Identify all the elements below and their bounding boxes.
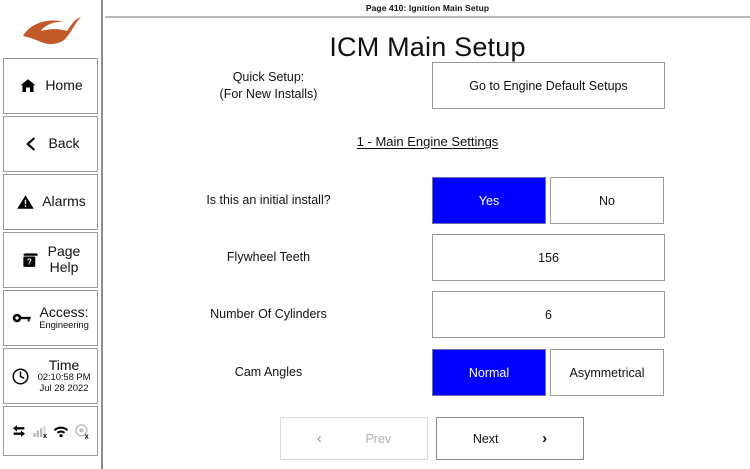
page-navigation: ‹ Prev Next › <box>105 417 750 460</box>
chevron-right-icon: › <box>542 430 548 447</box>
quick-setup-label-line2: (For New Installs) <box>219 86 318 101</box>
status-bar[interactable]: x x <box>3 406 98 456</box>
section-heading-text: 1 - Main Engine Settings <box>356 134 499 149</box>
sidebar-item-label: Page <box>47 243 81 260</box>
swoosh-logo-icon <box>17 9 85 49</box>
initial-install-no-button[interactable]: No <box>550 177 664 224</box>
sidebar-item-alarms[interactable]: Alarms <box>3 174 98 230</box>
window-titlebar: Page 410: Ignition Main Setup <box>105 0 750 18</box>
app-logo <box>1 0 100 58</box>
clock-date-value: Jul 28 2022 <box>39 382 89 394</box>
titlebar-text: Page 410: Ignition Main Setup <box>365 3 490 13</box>
setting-label: Flywheel Teeth <box>226 250 311 265</box>
prev-button-label: Prev <box>365 431 392 446</box>
next-button-label: Next <box>472 431 499 446</box>
sidebar-item-label: Time <box>48 356 80 373</box>
setting-row-cam-angles: Cam Angles Normal Asymmetrical <box>105 349 750 396</box>
page-title: ICM Main Setup <box>329 32 526 62</box>
svg-text:x: x <box>43 431 48 439</box>
setting-row-flywheel-teeth: Flywheel Teeth 156 <box>105 234 750 281</box>
section-heading: 1 - Main Engine Settings <box>105 134 750 149</box>
quick-setup-row: Quick Setup: (For New Installs) Go to En… <box>105 62 750 109</box>
sidebar-item-home[interactable]: Home <box>3 58 98 114</box>
quick-setup-label-line1: Quick Setup: <box>232 69 305 84</box>
wifi-icon <box>53 423 70 440</box>
cam-angles-normal-button[interactable]: Normal <box>432 349 546 396</box>
number-of-cylinders-value-field[interactable]: 6 <box>432 291 665 338</box>
sidebar-item-label-2: Help <box>49 259 79 275</box>
sidebar-item-label: Back <box>48 135 80 152</box>
sidebar-item-label: Access: <box>39 303 89 320</box>
chevron-left-icon: ‹ <box>316 430 322 447</box>
go-to-engine-default-setups-button[interactable]: Go to Engine Default Setups <box>432 62 665 109</box>
warning-triangle-icon <box>15 192 35 212</box>
sidebar-item-access[interactable]: Access: Engineering <box>3 290 98 346</box>
cellular-signal-off-icon: x <box>32 423 49 440</box>
sidebar-item-back[interactable]: Back <box>3 116 98 172</box>
setting-row-number-of-cylinders: Number Of Cylinders 6 <box>105 291 750 338</box>
next-page-button[interactable]: Next › <box>436 417 584 460</box>
sidebar-item-label: Alarms <box>42 193 86 210</box>
sidebar-item-page-help[interactable]: ? Page Help <box>3 232 98 288</box>
main-content: ICM Main Setup Quick Setup: (For New Ins… <box>105 20 750 469</box>
flywheel-teeth-value-field[interactable]: 156 <box>432 234 665 281</box>
setting-label: Cam Angles <box>234 365 303 380</box>
sidebar: Home Back Alarms <box>0 0 103 469</box>
quick-setup-label: Quick Setup: (For New Installs) <box>105 69 432 103</box>
sync-arrows-icon <box>11 423 28 440</box>
clock-icon <box>11 366 31 386</box>
back-chevron-icon <box>21 134 41 154</box>
clock-time-value: 02:10:58 PM <box>37 372 91 384</box>
setting-label: Number Of Cylinders <box>210 307 327 322</box>
setting-label: Is this an initial install? <box>206 193 331 208</box>
setting-row-initial-install: Is this an initial install? Yes No <box>105 177 750 224</box>
home-icon <box>18 76 38 96</box>
sidebar-item-label: Home <box>45 77 83 94</box>
access-level-value: Engineering <box>39 319 89 331</box>
sidebar-item-time[interactable]: Time 02:10:58 PM Jul 28 2022 <box>3 348 98 404</box>
initial-install-yes-button[interactable]: Yes <box>432 177 546 224</box>
prev-page-button[interactable]: ‹ Prev <box>280 417 428 460</box>
svg-text:?: ? <box>27 257 32 266</box>
key-icon <box>12 308 32 328</box>
gps-off-icon: x <box>74 423 91 440</box>
cam-angles-asymmetrical-button[interactable]: Asymmetrical <box>550 349 664 396</box>
svg-text:x: x <box>85 431 90 439</box>
help-icon: ? <box>21 250 41 270</box>
